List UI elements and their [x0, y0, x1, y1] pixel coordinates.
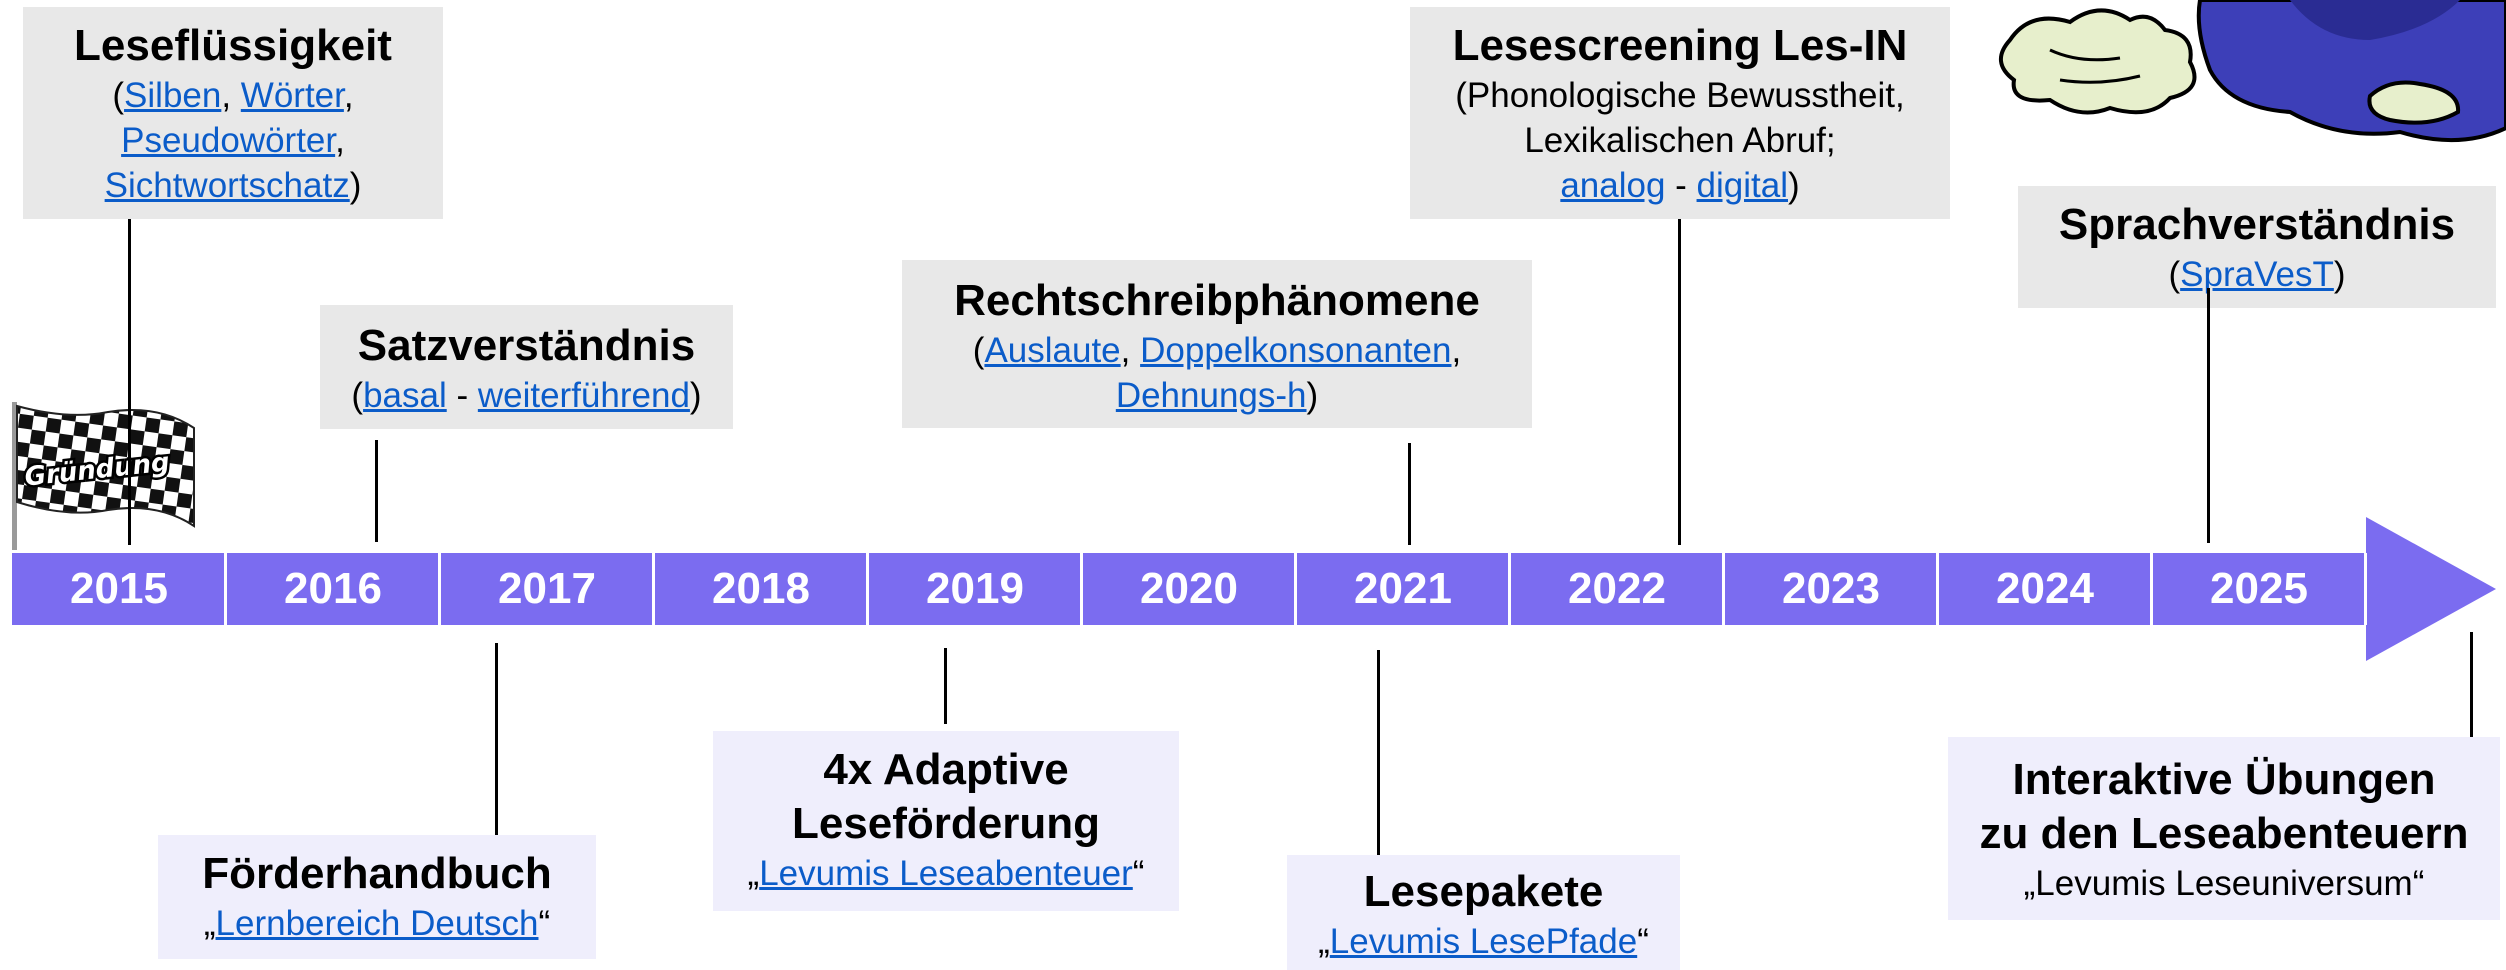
link-pseudowoerter[interactable]: Pseudowörter [121, 121, 336, 160]
year-separator [652, 553, 655, 625]
year-label: 2019 [926, 564, 1024, 613]
milestone-title: Förderhandbuch [202, 849, 552, 898]
year-label: 2020 [1140, 564, 1238, 613]
milestone-title: Satzverständnis [357, 321, 696, 370]
year-separator [1722, 553, 1725, 625]
year-separator [2364, 553, 2367, 625]
link-basal[interactable]: basal [363, 376, 447, 415]
link-dehnungs-h[interactable]: Dehnungs-h [1115, 376, 1307, 415]
year-label: 2015 [70, 564, 168, 613]
year-label: 2024 [1996, 564, 2094, 613]
milestone-title: Lesepakete [1363, 867, 1604, 916]
connector-line [944, 648, 947, 724]
milestone-lesefluessigkeit: Leseflüssigkeit (Silben, Wörter, Pseudow… [23, 7, 443, 219]
milestone-interaktive: Interaktive Übungen zu den Leseabenteuer… [1948, 737, 2500, 920]
milestone-title: 4x Adaptive [823, 745, 1069, 794]
milestone-title: Sprachverständnis [2058, 200, 2456, 249]
link-analog[interactable]: analog [1560, 166, 1666, 205]
year-label: 2018 [712, 564, 810, 613]
year-label: 2025 [2210, 564, 2308, 613]
purple-monster-mascot-icon [1999, 0, 2506, 143]
link-levumis-lesepfade[interactable]: Levumis LesePfade [1329, 922, 1638, 961]
milestone-lesescreening: Lesescreening Les-IN (Phonologische Bewu… [1410, 7, 1950, 219]
connector-line [1678, 205, 1681, 545]
milestone-text: Lexikalischen Abruf; [1524, 121, 1836, 160]
milestone-satzverstaendnis: Satzverständnis (basal - weiterführend) [320, 305, 733, 429]
link-silben[interactable]: Silben [124, 76, 222, 115]
year-separator [866, 553, 869, 625]
connector-line [2470, 632, 2473, 744]
link-doppelkonsonanten[interactable]: Doppelkonsonanten [1140, 331, 1452, 370]
link-digital[interactable]: digital [1696, 166, 1788, 205]
milestone-lesepakete: Lesepakete „Levumis LesePfade“ [1287, 855, 1680, 970]
milestone-title: Rechtschreibphänomene [954, 276, 1480, 325]
milestone-sprachverstaendnis: Sprachverständnis (SpraVesT) [2018, 186, 2496, 308]
connector-line [375, 440, 378, 542]
year-label: 2016 [284, 564, 382, 613]
year-separator [1936, 553, 1939, 625]
connector-line [495, 643, 498, 835]
link-lernbereich-deutsch[interactable]: Lernbereich Deutsch [215, 904, 539, 943]
year-separator [438, 553, 441, 625]
link-woerter[interactable]: Wörter [240, 76, 344, 115]
connector-line [1377, 650, 1380, 855]
year-label: 2022 [1568, 564, 1666, 613]
milestone-text: (Phonologische Bewusstheit, [1455, 76, 1905, 115]
milestone-adaptive: 4x Adaptive Leseförderung „Levumis Lesea… [713, 731, 1179, 911]
milestone-title: zu den Leseabenteuern [1979, 809, 2469, 858]
milestone-title: Leseflüssigkeit [74, 21, 392, 70]
link-auslaute[interactable]: Auslaute [984, 331, 1121, 370]
year-label: 2023 [1782, 564, 1880, 613]
year-separator [224, 553, 227, 625]
year-separator [1508, 553, 1511, 625]
connector-line [2207, 288, 2210, 543]
timeline-band [12, 553, 2372, 625]
year-separator [2150, 553, 2153, 625]
milestone-subtitle: „Levumis Leseuniversum“ [2023, 864, 2425, 903]
year-label: 2017 [498, 564, 596, 613]
year-separator [1080, 553, 1083, 625]
milestone-title: Interaktive Übungen [2012, 755, 2436, 804]
checkered-flag-icon: Gründung [12, 402, 195, 550]
milestone-rechtschreib: Rechtschreibphänomene (Auslaute, Doppelk… [902, 260, 1532, 428]
link-spravest[interactable]: SpraVesT [2180, 255, 2334, 294]
milestone-title: Lesescreening Les-IN [1452, 21, 1908, 70]
milestone-foerderhandbuch: Förderhandbuch „Lernbereich Deutsch“ [158, 835, 596, 959]
connector-line [1408, 443, 1411, 545]
link-weiterfuehrend[interactable]: weiterführend [477, 376, 690, 415]
link-levumis-leseabenteuer[interactable]: Levumis Leseabenteuer [759, 854, 1133, 893]
milestone-title: Leseförderung [791, 799, 1101, 848]
year-separator [1294, 553, 1297, 625]
year-label: 2021 [1354, 564, 1452, 613]
link-sichtwortschatz[interactable]: Sichtwortschatz [104, 166, 350, 205]
arrow-right-icon [2366, 517, 2496, 661]
connector-line [128, 205, 131, 545]
